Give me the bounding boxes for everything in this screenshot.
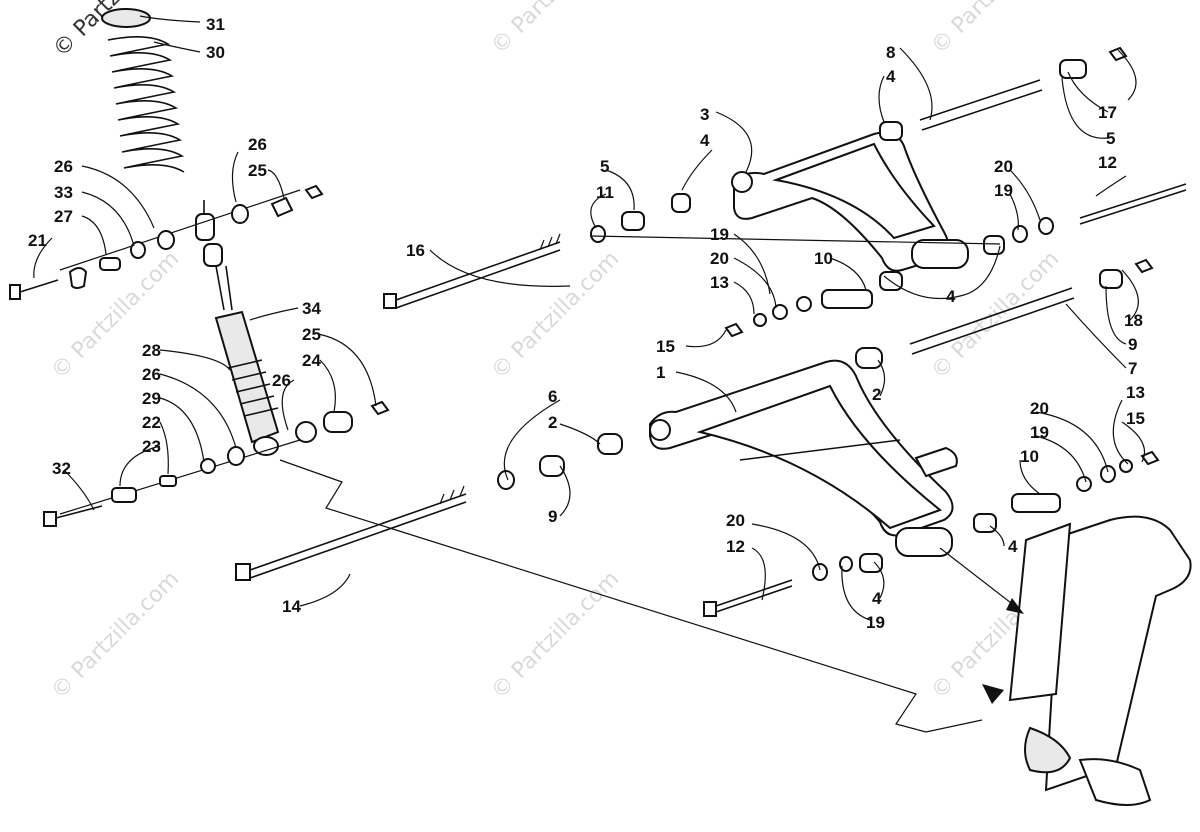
callout-22: 22	[142, 413, 161, 432]
callout-4: 4	[700, 131, 710, 150]
callout-20: 20	[1030, 399, 1049, 418]
watermark: © Partzilla.com	[487, 247, 625, 385]
callout-17: 17	[1098, 103, 1117, 122]
callout-4: 4	[946, 287, 956, 306]
coil-spring	[107, 36, 185, 173]
watermark: © Partzilla.com	[487, 0, 625, 59]
callout-26: 26	[142, 365, 161, 384]
callout-4: 4	[886, 67, 896, 86]
callout-19: 19	[994, 181, 1013, 200]
callout-11: 11	[596, 183, 614, 202]
callout-26: 26	[272, 371, 291, 390]
callout-10: 10	[814, 249, 833, 268]
callout-19: 19	[710, 225, 729, 244]
callout-19: 19	[1030, 423, 1049, 442]
left-hardware	[9, 184, 390, 527]
callout-5: 5	[1106, 129, 1115, 148]
callout-7: 7	[1128, 359, 1137, 378]
shock-absorber-assembly	[59, 8, 301, 515]
callout-9: 9	[1128, 335, 1137, 354]
leader-lines	[33, 15, 1146, 621]
watermarks: © Partzilla.com © Partzilla.com © Partzi…	[47, 0, 1065, 704]
callout-3: 3	[700, 105, 709, 124]
callout-13: 13	[1126, 383, 1145, 402]
callout-31: 31	[206, 15, 225, 34]
callout-2: 2	[548, 413, 557, 432]
callout-9: 9	[548, 507, 557, 526]
upper-a-arm	[589, 46, 1128, 338]
callout-4: 4	[872, 589, 882, 608]
callout-25: 25	[248, 161, 267, 180]
callout-20: 20	[994, 157, 1013, 176]
callout-25: 25	[302, 325, 321, 344]
callout-29: 29	[142, 389, 161, 408]
callout-13: 13	[710, 273, 729, 292]
watermark: © Partzilla.com	[47, 567, 185, 705]
callout-33: 33	[54, 183, 73, 202]
callout-28: 28	[142, 341, 161, 360]
callout-15: 15	[1126, 409, 1145, 428]
callout-10: 10	[1020, 447, 1039, 466]
callout-21: 21	[28, 231, 47, 250]
callout-labels: 31 30 26 33 27 21 26 25 34 25 24 26 28 2…	[28, 15, 1145, 632]
long-bolts	[235, 183, 1187, 617]
callout-8: 8	[886, 43, 895, 62]
callout-14: 14	[282, 597, 301, 616]
pointer-arrows	[279, 459, 1024, 733]
watermark: © Partzilla.com	[927, 0, 1065, 59]
callout-20: 20	[726, 511, 745, 530]
callout-4: 4	[1008, 537, 1018, 556]
lower-a-arm	[497, 258, 1160, 581]
callout-24: 24	[302, 351, 321, 370]
callout-12: 12	[1098, 153, 1117, 172]
callout-1: 1	[656, 363, 665, 382]
callout-27: 27	[54, 207, 73, 226]
callout-2: 2	[872, 385, 881, 404]
watermark: © Partzilla.com	[487, 567, 625, 705]
callout-32: 32	[52, 459, 71, 478]
callout-6: 6	[548, 387, 557, 406]
callout-26: 26	[54, 157, 73, 176]
callout-16: 16	[406, 241, 425, 260]
callout-20: 20	[710, 249, 729, 268]
callout-19: 19	[866, 613, 885, 632]
spindle	[1008, 515, 1192, 806]
callout-26: 26	[248, 135, 267, 154]
callout-18: 18	[1124, 311, 1143, 330]
callout-34: 34	[302, 299, 321, 318]
callout-5: 5	[600, 157, 609, 176]
callout-23: 23	[142, 437, 161, 456]
callout-12: 12	[726, 537, 745, 556]
callout-30: 30	[206, 43, 225, 62]
callout-15: 15	[656, 337, 675, 356]
